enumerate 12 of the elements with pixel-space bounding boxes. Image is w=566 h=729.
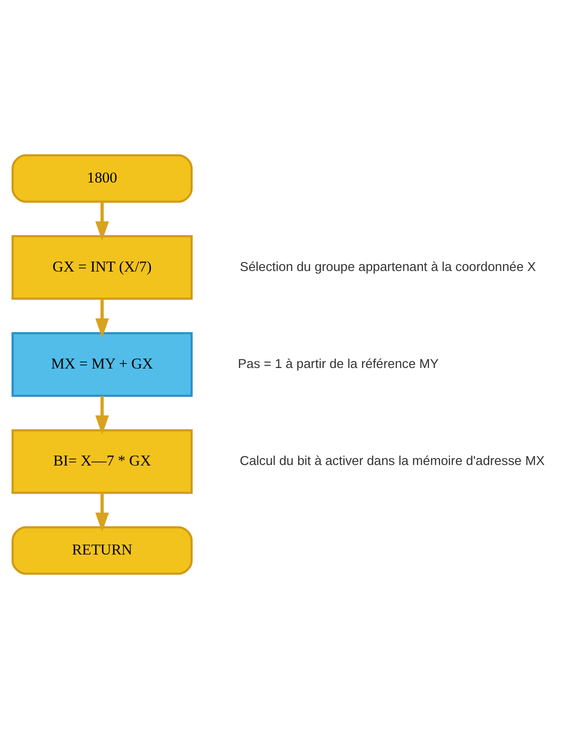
node-label: Calcul du bit à activer dans la mémoire d'adresse MX (240, 452, 545, 468)
node-label: Sélection du groupe appartenant à la coordonnée X (240, 258, 536, 274)
node-label: Pas = 1 à partir de la référence MY (238, 356, 439, 371)
node-box: GX = INT (X/7) (12, 235, 193, 300)
node-box: BI= X—7 * GX (12, 429, 193, 494)
arrow (95, 492, 109, 532)
arrow (95, 202, 109, 241)
arrow (95, 396, 109, 435)
arrow (95, 299, 109, 338)
node-box: RETURN (12, 526, 193, 575)
node-box: MX = MY + GX (12, 332, 193, 397)
node-box: 1800 (12, 154, 193, 203)
